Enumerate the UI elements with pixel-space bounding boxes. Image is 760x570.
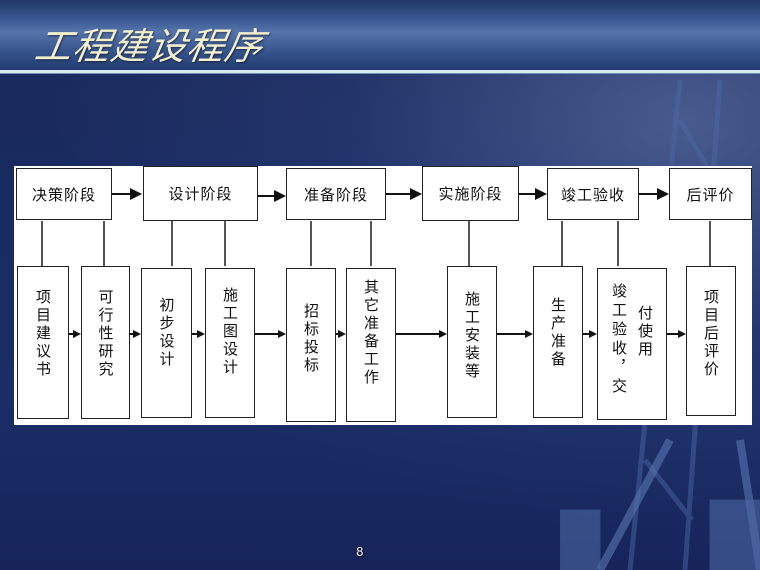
stage-design: 设计阶段 (143, 166, 258, 221)
connector-line (224, 221, 226, 266)
stage-label: 竣工验收 (560, 185, 625, 204)
connector-line (617, 221, 619, 266)
connector-line (310, 221, 312, 266)
arrow-decision-to-design (112, 188, 142, 200)
task-preliminary-design: 初步设计 (141, 268, 192, 418)
arrow-task-8-9 (583, 330, 597, 338)
task-feasibility-study: 可行性研究 (81, 266, 130, 419)
arrow-task-2-3 (130, 330, 141, 338)
task-label: 其它准备工作 (362, 279, 380, 387)
task-label: 竣工验收，交 (610, 283, 628, 397)
task-completion-handover: 竣工验收，交 付使用 (597, 268, 667, 420)
connector-line (171, 221, 173, 266)
arrow-task-3-4 (192, 330, 205, 338)
task-project-proposal: 项目建议书 (17, 266, 69, 419)
arrow-design-to-preparation (258, 190, 286, 202)
task-label: 付使用 (636, 305, 654, 359)
task-label: 项目后评价 (702, 289, 720, 379)
arrow-completion-to-evaluation (639, 188, 669, 200)
arrow-task-6-7 (396, 330, 447, 338)
connector-line (41, 221, 43, 266)
task-label: 施工图设计 (221, 287, 239, 377)
task-production-preparation: 生产准备 (533, 266, 583, 418)
stage-label: 决策阶段 (31, 185, 96, 204)
arrow-task-9-10 (667, 330, 686, 338)
task-project-post-evaluation: 项目后评价 (686, 266, 736, 416)
connector-line (103, 221, 105, 266)
task-label: 施工安装等 (463, 291, 481, 381)
arrow-preparation-to-implementation (386, 188, 422, 200)
task-label: 初步设计 (157, 297, 176, 369)
header-divider-shadow (0, 73, 760, 74)
stage-completion-acceptance: 竣工验收 (547, 168, 639, 220)
arrow-task-7-8 (497, 330, 533, 338)
task-bidding: 招标投标 (286, 268, 336, 422)
slide-header (0, 0, 760, 70)
stage-implementation: 实施阶段 (422, 166, 519, 221)
task-construction-drawing-design: 施工图设计 (205, 268, 255, 418)
task-other-preparation: 其它准备工作 (346, 268, 396, 422)
stage-label: 实施阶段 (438, 185, 503, 203)
stage-label: 准备阶段 (303, 185, 368, 204)
connector-line (709, 221, 711, 266)
arrow-implementation-to-completion (519, 188, 547, 200)
stage-preparation: 准备阶段 (286, 168, 386, 220)
connector-line (468, 221, 470, 266)
connector-line (561, 221, 563, 266)
stage-label: 后评价 (686, 185, 735, 204)
stage-label: 设计阶段 (168, 185, 233, 203)
arrow-task-1-2 (69, 330, 81, 338)
task-construction-installation: 施工安装等 (447, 266, 497, 418)
stage-post-evaluation: 后评价 (669, 168, 752, 220)
connector-line (370, 221, 372, 266)
task-label: 可行性研究 (96, 289, 115, 379)
task-label: 招标投标 (302, 303, 320, 375)
arrow-task-5-6 (336, 330, 346, 338)
slide-title: 工程建设程序 (31, 25, 268, 68)
page-number: 8 (356, 545, 364, 559)
stage-decision: 决策阶段 (16, 168, 112, 220)
task-label: 项目建议书 (34, 289, 52, 379)
header-divider (0, 70, 760, 73)
arrow-task-4-5 (255, 330, 286, 338)
task-label: 生产准备 (549, 297, 567, 369)
